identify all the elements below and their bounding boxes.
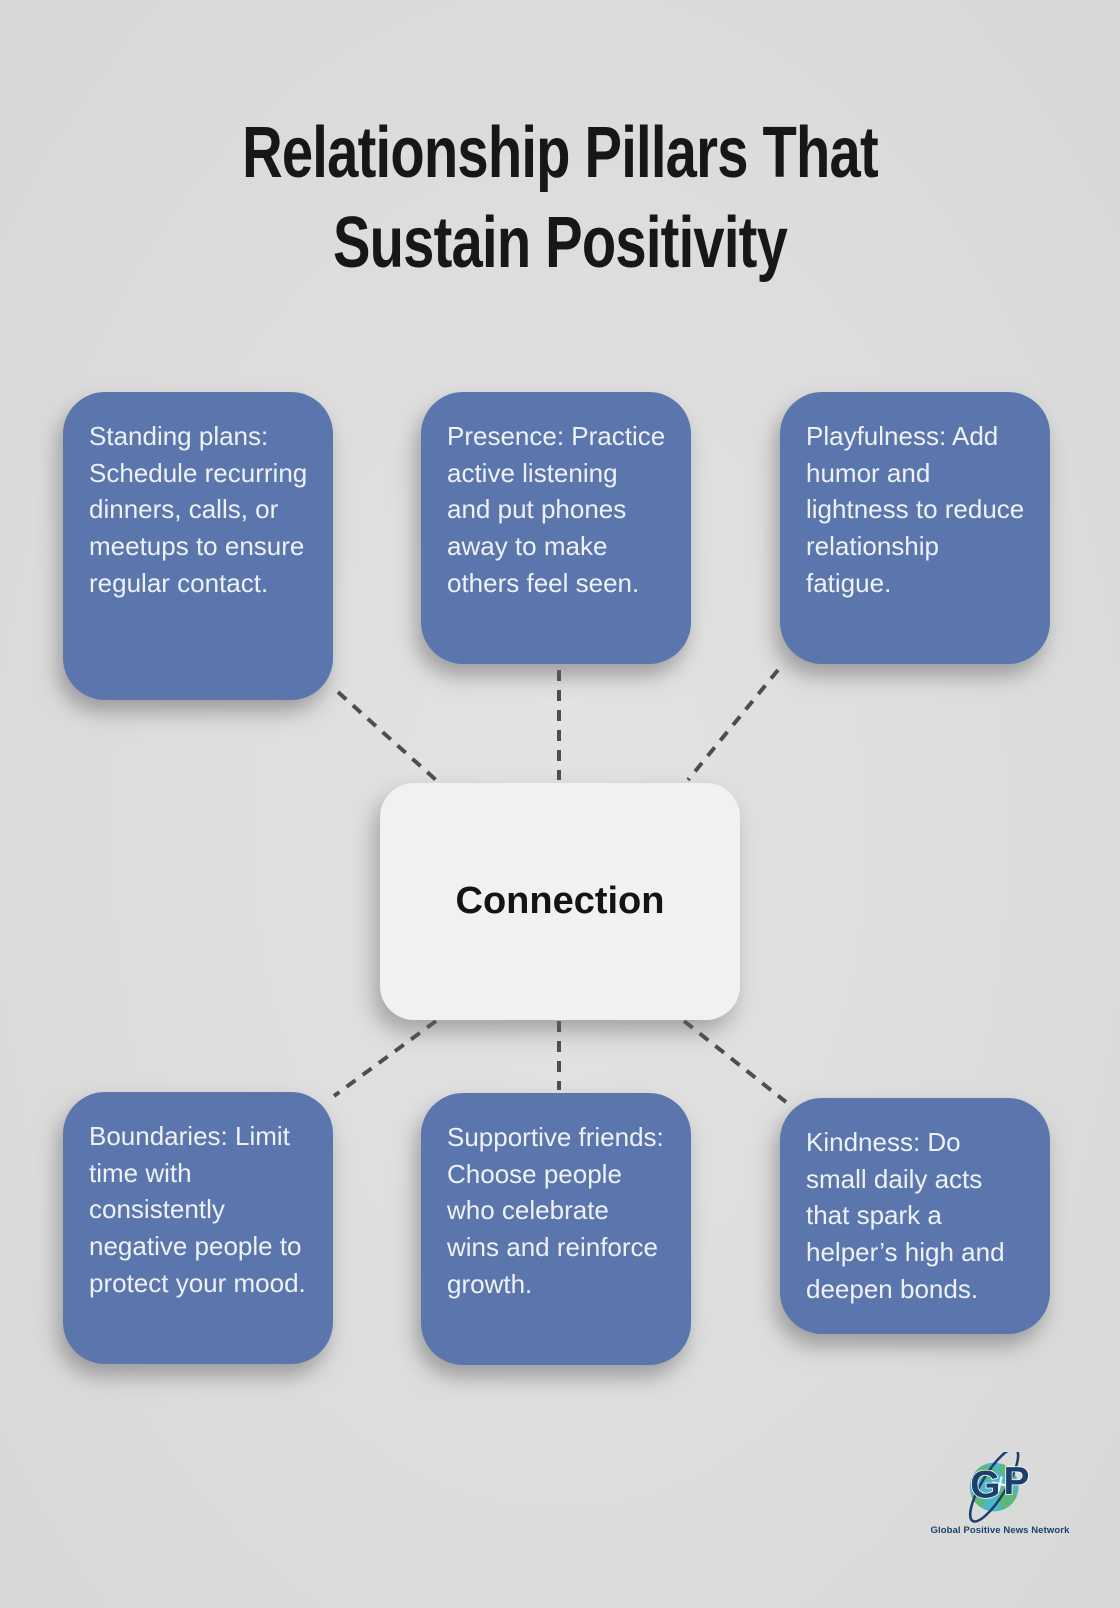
pillar-text: Playfulness: Add humor and lightness to … [806,421,1025,598]
page-title: Relationship Pillars That Sustain Positi… [123,108,997,288]
pillar-text: Supportive friends: Choose people who ce… [447,1122,664,1299]
center-node-label: Connection [455,880,665,922]
page-title-line-2: Sustain Positivity [332,203,788,283]
pillar-card-kindness: Kindness: Do small daily acts that spark… [780,1098,1050,1334]
pillar-card-boundaries: Boundaries: Limit time with consistently… [63,1092,333,1364]
logo-caption: Global Positive News Network [930,1525,1070,1536]
pillar-card-standing-plans: Standing plans: Schedule recurring dinne… [63,392,333,700]
gpnn-logo: G P Global Positive News Network [918,1452,1082,1536]
pillar-text: Kindness: Do small daily acts that spark… [806,1127,1005,1304]
logo-letter-p: P [1004,1460,1030,1503]
connector-bottom-left [332,1019,438,1098]
logo-letter-g: G [970,1464,1000,1507]
pillar-card-supportive-friends: Supportive friends: Choose people who ce… [421,1093,691,1365]
pillar-card-playfulness: Playfulness: Add humor and lightness to … [780,392,1050,664]
connector-top-right [686,668,780,782]
pillar-text: Standing plans: Schedule recurring dinne… [89,421,308,598]
pillar-text: Presence: Practice active listening and … [447,421,666,598]
connector-top-left [336,690,438,782]
pillar-text: Boundaries: Limit time with consistently… [89,1121,306,1298]
connector-bottom-right [682,1019,788,1104]
pillar-card-presence: Presence: Practice active listening and … [421,392,691,664]
center-node-connection: Connection [380,783,740,1020]
page-title-line-1: Relationship Pillars That [242,113,879,193]
globe-icon: G P [968,1452,1030,1523]
